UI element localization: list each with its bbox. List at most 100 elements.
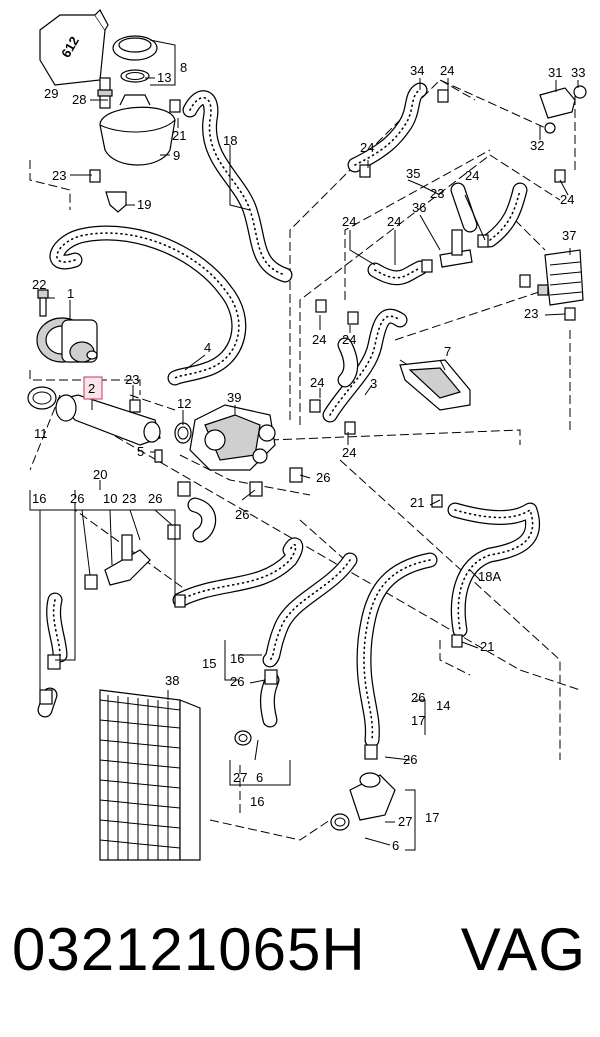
- cap-8: [112, 35, 158, 83]
- clip-5: [154, 449, 163, 463]
- callout-16c: 16: [250, 794, 264, 809]
- callout-26f: 26: [411, 690, 425, 705]
- callout-24j: 24: [342, 445, 356, 460]
- callout-23a: 23: [52, 168, 66, 183]
- callout-24e: 24: [342, 214, 356, 229]
- callout-24g: 24: [312, 332, 326, 347]
- callout-39: 39: [227, 390, 241, 405]
- callout-24c: 24: [465, 168, 479, 183]
- callout-18A: 18A: [478, 569, 501, 584]
- callout-14: 14: [436, 698, 450, 713]
- callout-6a: 6: [256, 770, 263, 785]
- callout-34: 34: [410, 63, 424, 78]
- coolant-system-exploded-diagram: 29 612 8 13 28 21 9 18 23 19 34 24 31 33…: [27, 9, 587, 861]
- callout-19: 19: [137, 197, 151, 212]
- callout-13: 13: [157, 70, 171, 85]
- callout-7: 7: [444, 344, 451, 359]
- callout-24h: 24: [342, 332, 356, 347]
- callout-5: 5: [137, 444, 144, 459]
- callout-11: 11: [34, 426, 48, 441]
- callout-17b: 17: [425, 810, 439, 825]
- seal-ring-11: [27, 386, 57, 410]
- callout-36: 36: [412, 200, 426, 215]
- callout-6b: 6: [392, 838, 399, 853]
- callout-27a: 27: [233, 770, 247, 785]
- callout-10: 10: [103, 491, 117, 506]
- callout-12: 12: [177, 396, 191, 411]
- callout-26c: 26: [148, 491, 162, 506]
- hose-3: [322, 308, 408, 423]
- brand-label: VAG: [460, 916, 586, 983]
- coolant-pipe-2: [55, 394, 161, 446]
- callout-29: 29: [44, 86, 58, 101]
- callout-31: 31: [548, 65, 562, 80]
- callout-15: 15: [202, 656, 216, 671]
- hose-35: [367, 182, 528, 286]
- bracket-19: [105, 191, 127, 213]
- hose-clamps: [39, 89, 576, 760]
- fitting-31: [539, 85, 587, 134]
- callout-labels: 29 612 8 13 28 21 9 18 23 19 34 24 31 33…: [32, 34, 585, 853]
- callout-16b: 16: [230, 651, 244, 666]
- callout-26d: 26: [235, 507, 249, 522]
- callout-8: 8: [180, 60, 187, 75]
- leader-lines: [29, 39, 579, 851]
- flange-17: [349, 772, 396, 821]
- coolant-hoses: [37, 82, 541, 748]
- callout-21b: 21: [410, 495, 424, 510]
- callout-18: 18: [223, 133, 237, 148]
- callout-4: 4: [204, 340, 211, 355]
- callout-35: 35: [406, 166, 420, 181]
- callout-24i: 24: [310, 375, 324, 390]
- t-connector-10: [104, 534, 151, 586]
- hose-18: [182, 90, 293, 283]
- callout-26b: 26: [70, 491, 84, 506]
- callout-23e: 23: [122, 491, 136, 506]
- thermostat-housing-39: [189, 404, 276, 471]
- callout-17a: 17: [411, 713, 425, 728]
- radiator-38: [99, 689, 201, 861]
- callout-9: 9: [173, 148, 180, 163]
- callout-20: 20: [93, 467, 107, 482]
- t-connector-36: [439, 229, 473, 268]
- part-7: [399, 359, 471, 411]
- callout-32: 32: [530, 138, 544, 153]
- callout-26a: 26: [316, 470, 330, 485]
- fluid-container-612: [39, 9, 109, 86]
- part-number: 032121065H: [12, 916, 366, 983]
- callout-28: 28: [72, 92, 86, 107]
- seal-ring-12: [174, 422, 192, 444]
- seal-ring-27: [234, 730, 350, 831]
- expansion-tank-9: [99, 94, 176, 166]
- callout-24a: 24: [440, 63, 454, 78]
- hose-6: [259, 672, 280, 728]
- bolt-22: [37, 289, 49, 317]
- callout-26g: 26: [403, 752, 417, 767]
- callout-21c: 21: [480, 639, 494, 654]
- callout-1: 1: [67, 286, 74, 301]
- callout-33: 33: [571, 65, 585, 80]
- callout-24f: 24: [387, 214, 401, 229]
- oil-cooler-37: [537, 249, 584, 306]
- callout-16a: 16: [32, 491, 46, 506]
- callout-23c: 23: [524, 306, 538, 321]
- sensor-28: [97, 77, 113, 109]
- hose-14: [356, 552, 438, 748]
- callout-3: 3: [370, 376, 377, 391]
- callout-24d: 24: [560, 192, 574, 207]
- callout-38: 38: [165, 673, 179, 688]
- callout-22: 22: [32, 277, 46, 292]
- highlight-box-2: [83, 376, 103, 400]
- coolant-pump-1: [36, 317, 98, 363]
- hose-34: [347, 82, 428, 173]
- callout-23b: 23: [430, 186, 444, 201]
- callout-23d: 23: [125, 372, 139, 387]
- hose-4: [49, 225, 247, 386]
- hose-15: [262, 552, 358, 668]
- hose-18A: [447, 502, 541, 638]
- hose-20: [172, 497, 304, 608]
- callout-24b: 24: [360, 140, 374, 155]
- parts: [27, 9, 587, 861]
- callout-2: 2: [88, 381, 95, 396]
- callout-37: 37: [562, 228, 576, 243]
